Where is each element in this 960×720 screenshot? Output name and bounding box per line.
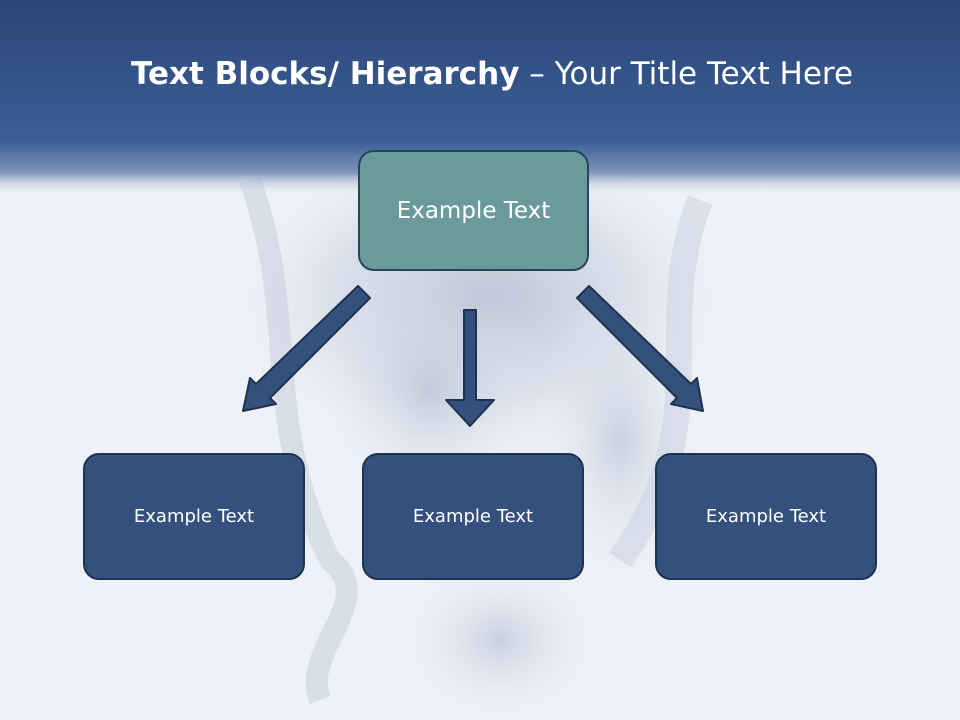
root-box-label: Example Text — [396, 197, 551, 224]
child-box-left-label: Example Text — [133, 506, 255, 527]
slide-title: Text Blocks/ Hierarchy – Your Title Text… — [0, 52, 960, 96]
root-box: Example Text — [358, 150, 589, 271]
child-box-center-label: Example Text — [412, 506, 534, 527]
title-rest-part: – Your Title Text Here — [519, 56, 854, 92]
child-box-right: Example Text — [655, 453, 877, 580]
child-box-right-label: Example Text — [705, 506, 827, 527]
child-box-left: Example Text — [83, 453, 305, 580]
title-bold-part: Text Blocks/ Hierarchy — [130, 56, 520, 92]
child-box-center: Example Text — [362, 453, 584, 580]
arrow-left — [242, 285, 371, 412]
arrow-right — [576, 285, 704, 412]
arrow-center — [445, 309, 495, 427]
